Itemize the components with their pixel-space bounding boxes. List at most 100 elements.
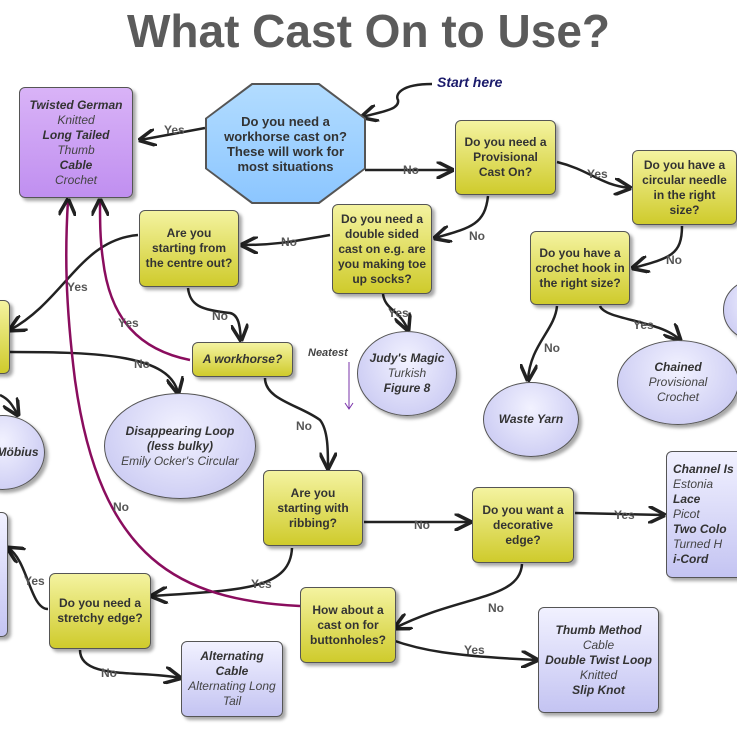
mobius-text: Möbius [0, 445, 39, 459]
connector-buttonholes-yes [391, 638, 537, 660]
judys-magic-line: Figure 8 [383, 381, 431, 395]
workhorse-node-text: A workhorse? [202, 352, 283, 366]
edge-label-no: No [212, 309, 228, 323]
decorative-question: Do you want a decorative edge? [472, 487, 574, 563]
chained-line: Provisional Crochet [648, 375, 708, 404]
connector-ribbing-yes [152, 547, 294, 596]
decorative-list-line: Turned H [673, 537, 723, 551]
edge-label-yes: Yes [118, 316, 139, 330]
connector-double-no [242, 233, 331, 245]
stretchy-question: Do you need a stretchy edge? [49, 573, 151, 649]
ribbing-question-text: Are you starting with ribbing? [277, 485, 349, 530]
thumb-method-line: Double Twist Loop [545, 652, 652, 667]
connector-stretchy-no [78, 649, 180, 678]
waste-yarn-text: Waste Yarn [498, 412, 564, 426]
decorative-list-line: Two Colo [673, 522, 727, 536]
disappearing-loop-oval: Disappearing Loop (less bulky)Emily Ocke… [104, 393, 256, 499]
connector-decorative-yes [574, 513, 664, 515]
edge-label-no: No [281, 235, 297, 249]
edge-label-yes: Yes [67, 280, 88, 294]
decorative-list-line: Lace [673, 492, 701, 506]
workhorse-list-line: Thumb [57, 142, 95, 157]
centre-out-question-text: Are you starting from the centre out? [145, 226, 233, 270]
connector-workhorse-yes [140, 126, 206, 140]
alternating-line: Alternating Long Tail [188, 679, 276, 708]
edge-label-yes: Yes [633, 318, 654, 332]
workhorse-list-line: Twisted German [29, 97, 123, 112]
edge-label-no: No [488, 601, 504, 615]
edge-label-no: No [544, 341, 560, 355]
connector-left-mobius [0, 393, 18, 415]
connector-stretchy-yes [8, 548, 49, 611]
workhorse-question-text: Do you need a workhorse cast on? These w… [224, 113, 347, 174]
connector-centre-yes [10, 233, 139, 330]
connector-decorative-no [395, 563, 524, 628]
connector-left-no [9, 350, 178, 393]
provisional-question: Do you need a Provisional Cast On? [455, 120, 556, 195]
decorative-list-line: Picot [673, 507, 700, 521]
disappearing-loop-line: Disappearing Loop (less bulky) [125, 423, 235, 453]
judys-magic-line: Turkish [387, 366, 427, 380]
start-here-label: Start here [437, 74, 503, 90]
left-partial-result [0, 512, 8, 637]
edge-label-yes: Yes [251, 577, 272, 591]
workhorse-node: A workhorse? [192, 342, 293, 377]
circular-needle-question: Do you have a circular needle in the rig… [632, 150, 737, 225]
thumb-method-line: Knitted [579, 667, 618, 682]
waste-yarn-oval: Waste Yarn [483, 382, 579, 457]
connector-hook-yes [598, 305, 680, 340]
edge-label-yes: Yes [587, 167, 608, 181]
connector-start [362, 82, 433, 117]
connector-provisional-no [435, 195, 490, 238]
edge-label-no: No [113, 500, 129, 514]
connector-centre-no [186, 287, 241, 340]
workhorse-question: Do you need a workhorse cast on? These w… [207, 85, 364, 202]
stretchy-question-text: Do you need a stretchy edge? [57, 596, 143, 625]
double-sided-question-text: Do you need a double sided cast on e.g. … [337, 211, 426, 286]
buttonholes-question: How about a cast on for buttonholes? [300, 587, 396, 663]
connector-provisional-yes [556, 160, 630, 188]
edge-label-yes: Yes [388, 306, 409, 320]
double-sided-question: Do you need a double sided cast on e.g. … [332, 204, 432, 294]
chained-line: Chained [654, 360, 702, 374]
connector-hook-no [528, 305, 559, 380]
decorative-list-line: Channel Is [673, 462, 734, 476]
crochet-hook-question: Do you have a crochet hook in the right … [530, 231, 630, 305]
page-title: What Cast On to Use? [126, 5, 611, 57]
connector-buttonholes-no [66, 200, 301, 608]
edge-label-no: No [403, 163, 419, 177]
connector-workhorse-node-yes [100, 200, 191, 362]
edge-label-no: No [296, 419, 312, 433]
decorative-list-line: Estonia [673, 477, 714, 491]
workhorse-list-line: Long Tailed [42, 127, 110, 142]
left-partial-question [0, 300, 10, 374]
buttonholes-question-text: How about a cast on for buttonholes? [310, 602, 386, 647]
decorative-question-text: Do you want a decorative edge? [482, 502, 564, 547]
edge-label-yes: Yes [164, 123, 185, 137]
workhorse-list-line: Cable [59, 157, 93, 172]
circular-needle-question-text: Do you have a circular needle in the rig… [642, 157, 727, 217]
connector-workhorse-node-no [263, 377, 328, 468]
workhorse-list-line: Crochet [54, 172, 98, 187]
edge-label-no: No [666, 253, 682, 267]
edge-label-no: No [414, 518, 430, 532]
crochet-hook-question-text: Do you have a crochet hook in the right … [535, 245, 625, 290]
judys-magic-line: Judy's Magic [369, 351, 445, 365]
provisional-question-text: Do you need a Provisional Cast On? [464, 135, 547, 179]
edge-label-no: No [469, 229, 485, 243]
edge-label-yes: Yes [24, 574, 45, 588]
edge-label-no: No [101, 666, 117, 680]
centre-out-question: Are you starting from the centre out? [139, 210, 239, 287]
workhorse-list-line: Knitted [57, 112, 95, 127]
alternating-line: Alternating [200, 649, 264, 663]
thumb-method-line: Cable [582, 637, 615, 652]
ribbing-question: Are you starting with ribbing? [263, 470, 363, 546]
thumb-method-line: Slip Knot [572, 682, 625, 697]
disappearing-loop-line: Emily Ocker's Circular [121, 453, 239, 468]
